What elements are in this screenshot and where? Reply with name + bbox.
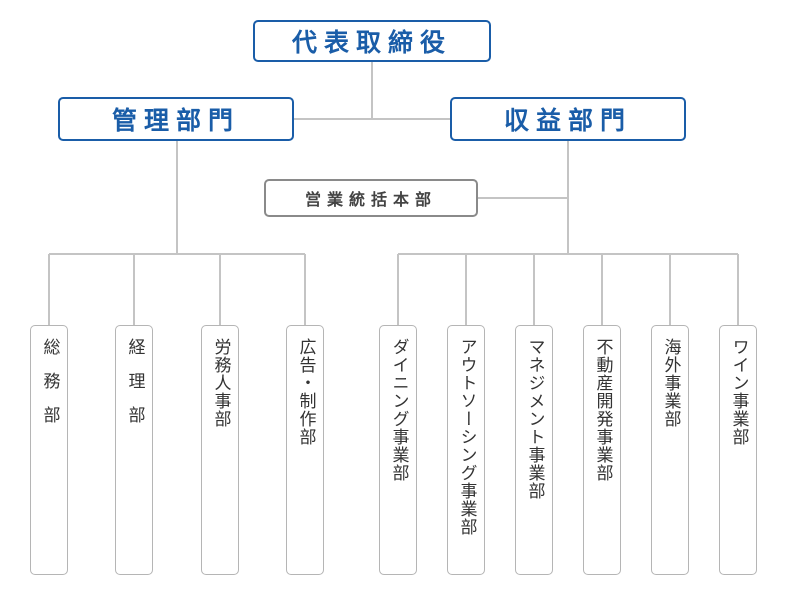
node-wine: ワイン事業部 xyxy=(719,325,757,575)
node-sales-hq: 営業統括本部 xyxy=(264,179,478,217)
node-dining: ダイニング事業部 xyxy=(379,325,417,575)
node-labor-label: 労務人事部 xyxy=(210,338,231,428)
node-wine-label: ワイン事業部 xyxy=(728,338,749,446)
node-management: マネジメント事業部 xyxy=(515,325,553,575)
node-overseas: 海外事業部 xyxy=(651,325,689,575)
node-general-affairs-label: 総務部 xyxy=(39,338,60,440)
node-admin-label: 管理部門 xyxy=(111,106,240,135)
node-dining-label: ダイニング事業部 xyxy=(388,338,409,482)
node-real-estate-label: 不動産開発事業部 xyxy=(592,338,613,482)
node-sales-hq-label: 営業統括本部 xyxy=(304,190,437,209)
node-admin: 管理部門 xyxy=(58,97,294,141)
node-management-label: マネジメント事業部 xyxy=(524,338,545,500)
node-outsourcing: アウトソーシング事業部 xyxy=(447,325,485,575)
node-accounting-label: 経理部 xyxy=(124,338,145,440)
node-ad-production: 広告・制作部 xyxy=(286,325,324,575)
node-revenue-label: 収益部門 xyxy=(503,106,632,135)
node-real-estate: 不動産開発事業部 xyxy=(583,325,621,575)
node-ad-production-label: 広告・制作部 xyxy=(295,338,316,446)
node-outsourcing-label: アウトソーシング事業部 xyxy=(456,338,477,536)
node-general-affairs: 総務部 xyxy=(30,325,68,575)
node-accounting: 経理部 xyxy=(115,325,153,575)
node-ceo: 代表取締役 xyxy=(253,20,491,62)
node-overseas-label: 海外事業部 xyxy=(660,338,681,428)
node-labor: 労務人事部 xyxy=(201,325,239,575)
node-ceo-label: 代表取締役 xyxy=(291,28,452,57)
node-revenue: 収益部門 xyxy=(450,97,686,141)
